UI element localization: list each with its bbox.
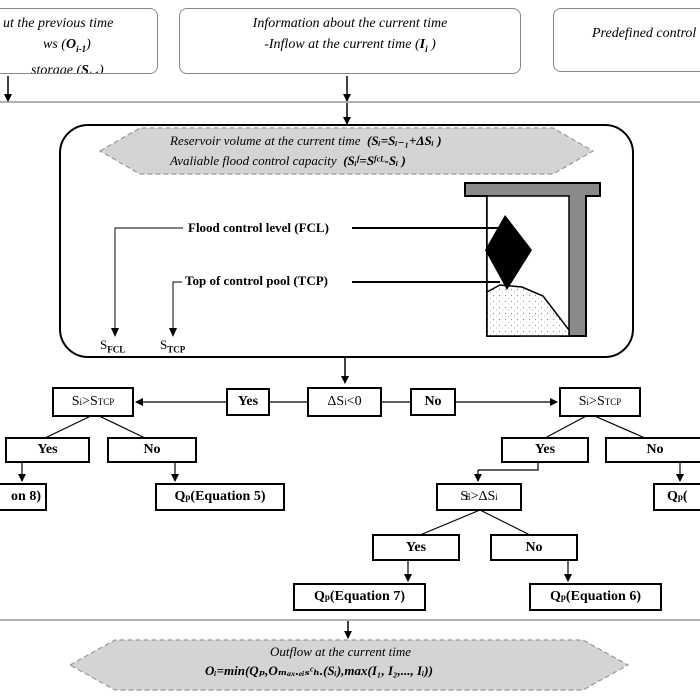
current-inflow-line: -Inflow at the current time (Ii ) xyxy=(264,37,436,54)
outflow-title: Outflow at the current time xyxy=(270,644,412,659)
dam-illustration xyxy=(464,182,601,337)
previous-time-box: ut the previous time ws (Oi-1) storage (… xyxy=(0,8,158,74)
left-no-label: No xyxy=(107,437,197,463)
sf-no-label: No xyxy=(490,534,578,561)
outflow-equation: Oᵢ=min(Qₚ,Oₘₐₓ.ₑᵢₛᶜₕ.(Sᵢ),max(I₁, I₂,...… xyxy=(205,663,433,678)
sfcl-connector xyxy=(114,227,183,336)
right-yes-label: Yes xyxy=(501,437,589,463)
previous-outflows-line: ws (Oi-1) xyxy=(43,37,91,54)
reservoir-volume-line: Reservoir volume at the current time (Sᵢ… xyxy=(170,133,442,148)
left-yes-label: Yes xyxy=(5,437,90,463)
tcp-label: Top of control pool (TCP) xyxy=(185,273,329,288)
center-yes-label: Yes xyxy=(226,388,270,416)
predefined-control-text: Predefined control xyxy=(592,26,697,41)
fcl-label: Flood control level (FCL) xyxy=(188,220,329,235)
water-shape xyxy=(485,215,532,290)
flood-capacity-line: Avaliable flood control capacity (Sᵢᶠ=Sᶠ… xyxy=(170,153,406,168)
current-time-title: Information about the current time xyxy=(252,16,448,31)
stcp-connector xyxy=(172,281,182,336)
outflow-banner xyxy=(68,639,630,691)
previous-storage-line: storage (Si-1) xyxy=(31,62,104,74)
predefined-control-box: Predefined control xyxy=(553,8,700,72)
previous-time-line1: ut the previous time xyxy=(3,16,114,31)
sf-yes-label: Yes xyxy=(372,534,460,561)
current-time-box: Information about the current time -Infl… xyxy=(179,8,521,74)
right-no-label: No xyxy=(605,437,700,463)
stcp-label: STCP xyxy=(160,337,186,355)
result-equation-8: on 8) xyxy=(0,483,47,511)
reservoir-banner xyxy=(98,127,595,175)
sfcl-label: SFCL xyxy=(100,337,126,355)
center-no-label: No xyxy=(410,388,456,416)
